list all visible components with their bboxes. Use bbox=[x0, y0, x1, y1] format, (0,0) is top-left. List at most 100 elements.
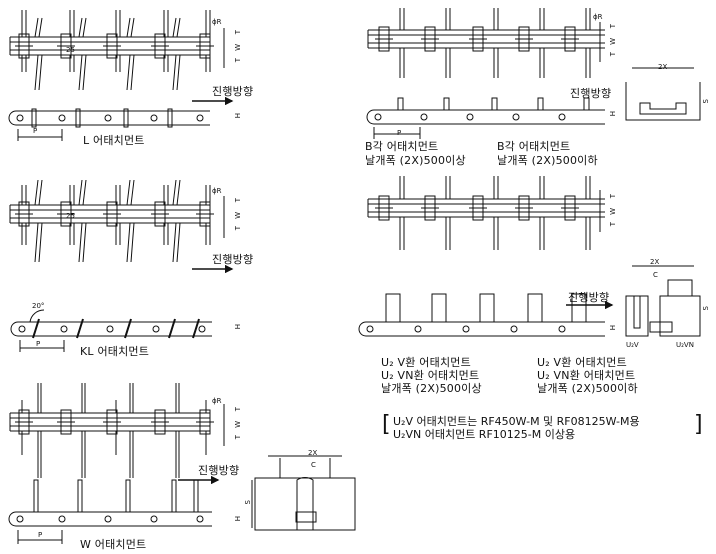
l-wing-down-b-3 bbox=[176, 54, 181, 91]
w-side-lug-4 bbox=[193, 479, 199, 513]
l-wing-down-b-1 bbox=[82, 54, 87, 91]
l-chain-side-hole-1 bbox=[58, 114, 66, 122]
note-line-1: U₂V 어태치먼트는 RF450W-M 및 RF08125W-M용 bbox=[393, 415, 640, 428]
w-profile-c bbox=[296, 476, 314, 530]
dim-C-w: C bbox=[311, 461, 316, 469]
label-b-over: B각 어태치먼트 bbox=[365, 140, 439, 153]
dim-S-w: S bbox=[244, 500, 252, 505]
dim-W-b: W bbox=[609, 38, 617, 45]
dim-T-w-1: T bbox=[234, 407, 242, 412]
l-wing-down-b-0 bbox=[38, 54, 43, 91]
b-side-lug-1 bbox=[443, 97, 450, 111]
l-wing-up-2 bbox=[126, 17, 131, 38]
kl-wing-up-3 bbox=[172, 179, 177, 206]
label-b-under: B각 어태치먼트 bbox=[497, 140, 571, 153]
kl-chain-side-end bbox=[10, 321, 19, 337]
l-wing-up-0 bbox=[34, 17, 39, 38]
l-chain-side-hole-2 bbox=[104, 114, 112, 122]
kl-side-lug-1 bbox=[76, 318, 84, 339]
kl-wing-up-b-1 bbox=[82, 179, 87, 206]
dim-P-w: P bbox=[38, 531, 43, 539]
l-wing-down-b-2 bbox=[130, 54, 135, 91]
direction-label-w: 진행방향 bbox=[198, 464, 240, 477]
dim-P-l: P bbox=[33, 127, 38, 135]
kl-wing-down-3 bbox=[172, 222, 177, 263]
dim-C-u2: C bbox=[653, 271, 658, 279]
l-side-lug-0 bbox=[31, 108, 37, 128]
u2-chain-side-hole-3 bbox=[510, 325, 518, 333]
direction-label-kl: 진행방향 bbox=[212, 253, 254, 266]
u2-side-loop-4 bbox=[571, 293, 587, 322]
w-chain-side-plate bbox=[16, 511, 212, 527]
dim-20deg-kl: 20° bbox=[32, 302, 45, 310]
label-kl-attachment: KL 어태치먼트 bbox=[80, 345, 150, 358]
dim-S-u2: S bbox=[702, 306, 710, 311]
b-profile-bracket bbox=[639, 102, 687, 115]
label-u2v-right: U₂ V환 어태치먼트 bbox=[537, 356, 627, 369]
l-wing-up-b-1 bbox=[82, 17, 87, 38]
label-b-under-sub: 날개폭 (2X)500이하 bbox=[497, 154, 598, 167]
kl-chain-side-hole-3 bbox=[152, 325, 160, 333]
l-chain-side-hole-3 bbox=[150, 114, 158, 122]
w-side-lug-1 bbox=[77, 479, 83, 513]
b-chain-side-end bbox=[366, 109, 375, 125]
note-bracket-close: ] bbox=[694, 412, 703, 437]
b-profile-u bbox=[625, 82, 701, 121]
dim-U2V: U₂V bbox=[626, 341, 639, 349]
l-chain-side-plate bbox=[16, 110, 210, 126]
kl-wing-up-b-2 bbox=[130, 179, 135, 206]
dim-25-kl: 25 bbox=[66, 212, 75, 220]
note-bracket-open: [ bbox=[382, 412, 391, 437]
kl-wing-down-b-3 bbox=[176, 222, 181, 263]
label-w-attachment: W 어태치먼트 bbox=[80, 538, 147, 551]
u2vn-profile bbox=[659, 295, 701, 337]
dim-U2VN: U₂VN bbox=[676, 341, 694, 349]
dim-W-l: W bbox=[234, 44, 242, 51]
label-b-over-sub: 날개폭 (2X)500이상 bbox=[365, 154, 466, 167]
u2-chain-side-hole-2 bbox=[462, 325, 470, 333]
kl-wing-down-1 bbox=[78, 222, 83, 263]
dim-25-l: 25 bbox=[66, 46, 75, 54]
dim-P-b: P bbox=[397, 129, 402, 137]
dim-2X-b: 2X bbox=[658, 63, 668, 71]
u2-chain-side-end bbox=[358, 321, 367, 337]
dim-T-kl-1: T bbox=[234, 198, 242, 203]
b-side-lug-0 bbox=[397, 97, 404, 111]
kl-wing-down-0 bbox=[34, 222, 39, 263]
dim-W-m: W bbox=[609, 208, 617, 215]
l-wing-down-2 bbox=[126, 54, 131, 91]
b-chain-side-plate bbox=[374, 109, 605, 125]
w-profile-roller bbox=[295, 511, 317, 523]
direction-label-b: 진행방향 bbox=[570, 87, 612, 100]
kl-side-lug-3 bbox=[168, 318, 176, 339]
dim-W-kl: W bbox=[234, 212, 242, 219]
b-side-lug-2 bbox=[491, 97, 498, 111]
kl-wing-up-1 bbox=[78, 179, 83, 206]
b-side-lug-3 bbox=[537, 97, 544, 111]
u2vn-profile-top bbox=[667, 279, 693, 296]
dim-T-b-1: T bbox=[609, 24, 617, 29]
u2-side-loop-3 bbox=[527, 293, 543, 322]
kl-side-lug-0 bbox=[32, 318, 40, 339]
dim-H-b: H bbox=[609, 111, 617, 117]
b-side-lug-4 bbox=[583, 97, 590, 111]
label-u2vn-left: U₂ VN환 어태치먼트 bbox=[381, 369, 480, 382]
l-wing-up-1 bbox=[78, 17, 83, 38]
label-l-attachment: L 어태치먼트 bbox=[83, 134, 145, 147]
kl-side-lug-4 bbox=[192, 318, 200, 339]
direction-label-u2: 진행방향 bbox=[568, 291, 610, 304]
kl-chain-side-hole-1 bbox=[60, 325, 68, 333]
l-wing-down-0 bbox=[34, 54, 39, 91]
l-wing-up-3 bbox=[172, 17, 177, 38]
u2-side-loop-0 bbox=[385, 293, 401, 322]
kl-wing-up-2 bbox=[126, 179, 131, 206]
l-chain-side-hole-0 bbox=[16, 114, 24, 122]
l-wing-up-b-3 bbox=[176, 17, 181, 38]
u2-chain-side-hole-4 bbox=[558, 325, 566, 333]
dim-H-w: H bbox=[234, 516, 242, 522]
u2-chain-side-plate bbox=[366, 321, 605, 337]
dim-S-b: S bbox=[702, 99, 710, 104]
u2v-profile-inner bbox=[633, 296, 641, 329]
kl-wing-down-b-2 bbox=[130, 222, 135, 263]
dim-W-w: W bbox=[234, 421, 242, 428]
